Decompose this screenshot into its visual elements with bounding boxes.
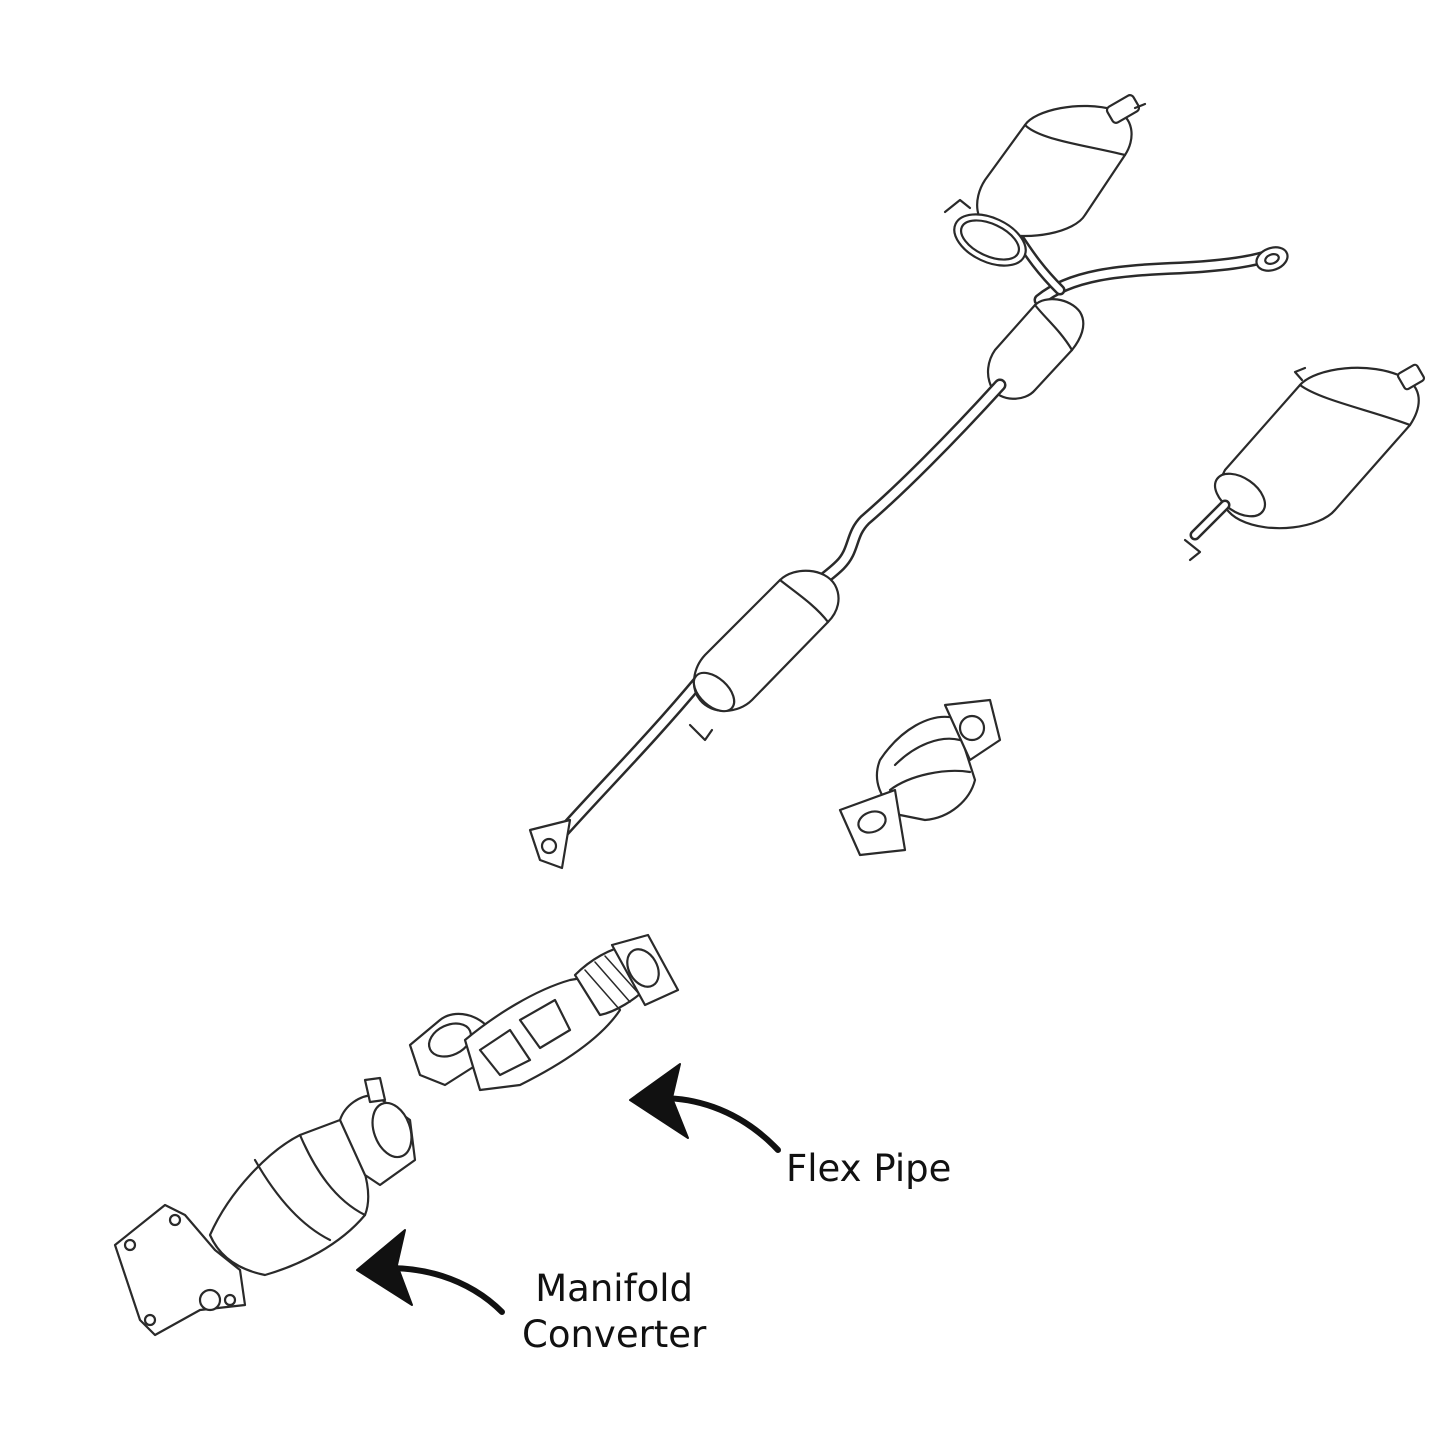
manifold-converter-label-line2: Converter xyxy=(522,1313,707,1357)
flex-pipe-arrow xyxy=(629,1063,781,1153)
flex-pipe-part xyxy=(408,933,680,1092)
manifold-converter-label-line1: Manifold xyxy=(535,1267,694,1310)
manifold-converter-part xyxy=(113,1076,417,1337)
side-muffler xyxy=(1183,363,1426,562)
rear-muffler-assembly xyxy=(943,94,1289,307)
secondary-catalytic-converter xyxy=(838,698,1002,857)
manifold-converter-label: Manifold Converter xyxy=(522,1266,706,1359)
mid-pipe-assembly xyxy=(528,378,1007,870)
center-resonator xyxy=(986,298,1085,400)
flex-pipe-label: Flex Pipe xyxy=(786,1147,952,1190)
manifold-converter-arrow xyxy=(356,1229,505,1315)
